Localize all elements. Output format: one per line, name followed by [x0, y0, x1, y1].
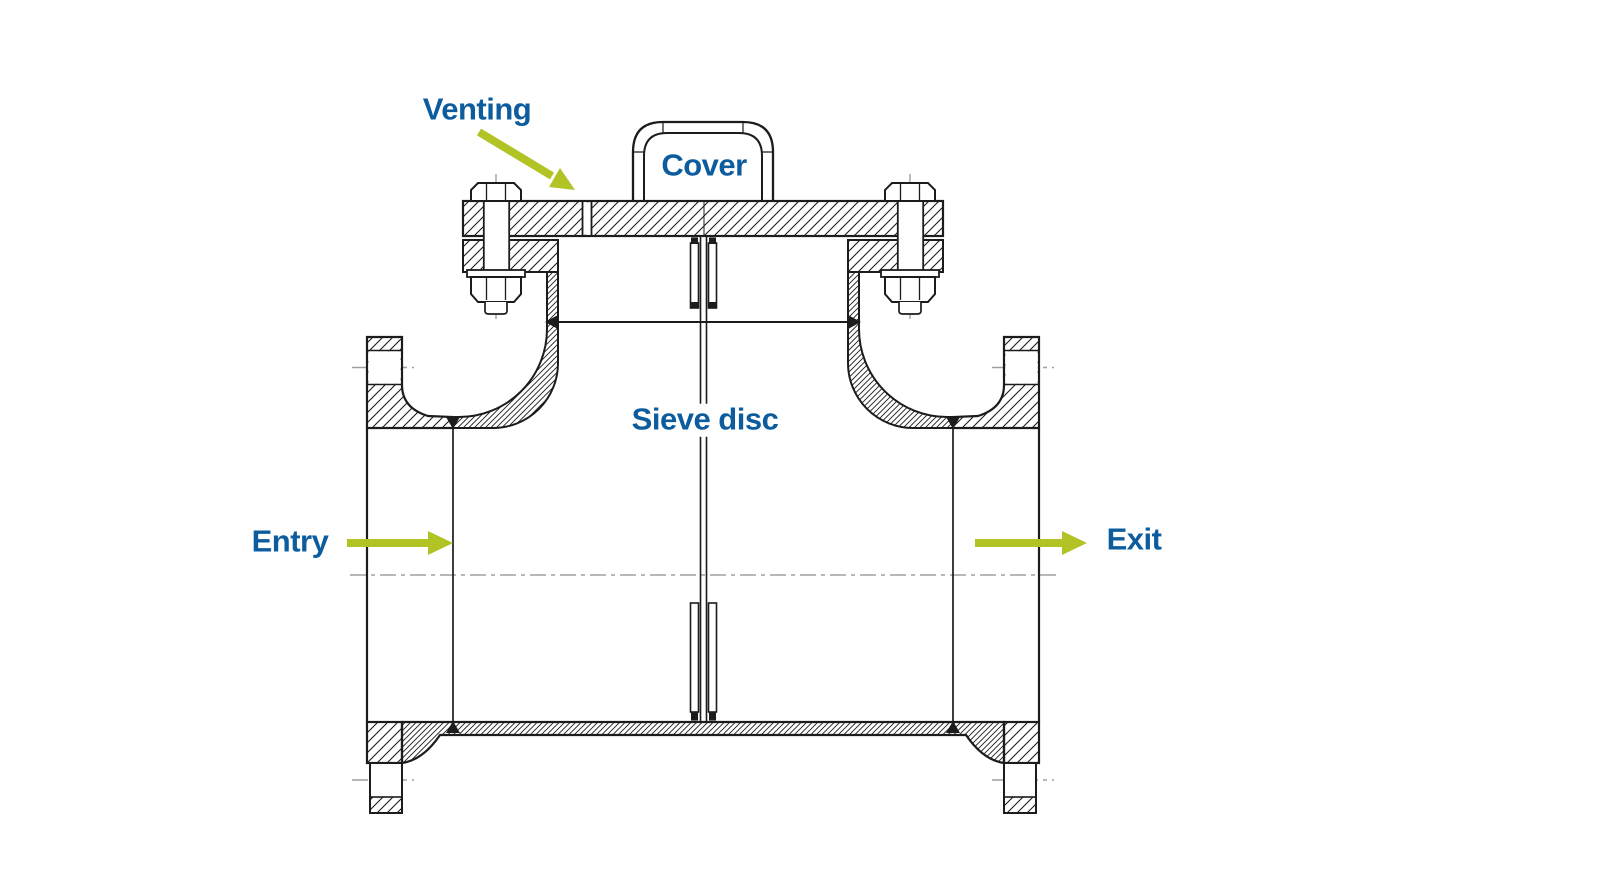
left-bolt — [466, 182, 526, 315]
hex-nut — [884, 276, 936, 303]
seat-ring — [545, 315, 861, 329]
weld-mark — [848, 315, 861, 329]
washer — [880, 269, 940, 278]
flange-face-lines — [365, 428, 1041, 722]
venting-label: Venting — [419, 93, 535, 127]
vent-slot — [583, 202, 591, 235]
exit-label: Exit — [1103, 523, 1165, 557]
cover-label: Cover — [661, 147, 747, 183]
exit-flange — [951, 335, 1041, 430]
right-bolt — [880, 182, 940, 315]
hex-nut — [884, 182, 936, 202]
entry-flange — [365, 335, 455, 430]
cover-handle — [631, 120, 775, 201]
venting-arrow — [476, 128, 575, 190]
hex-nut — [470, 182, 522, 202]
washer — [466, 269, 526, 278]
sieve-disc — [689, 237, 718, 721]
sieve-disc-label: Sieve disc — [628, 403, 782, 437]
pipe-bottom-wall — [365, 720, 1041, 765]
weld-mark — [545, 315, 558, 329]
entry-arrow — [347, 531, 453, 555]
body-flange-rings — [462, 238, 944, 274]
stud — [896, 201, 925, 272]
stud-tip — [484, 302, 508, 315]
exit-arrow — [975, 531, 1087, 555]
weld-mark — [446, 417, 460, 429]
pipe-weld-seams — [446, 417, 960, 733]
hex-nut — [470, 276, 522, 303]
weld-mark — [946, 417, 960, 429]
cover-plate — [461, 199, 945, 238]
weld-mark — [446, 721, 460, 733]
stud-tip — [898, 302, 922, 315]
weld-mark — [946, 721, 960, 733]
entry-label: Entry — [248, 525, 332, 559]
stud — [482, 201, 511, 272]
bottom-flange-feet — [369, 762, 1037, 814]
centerlines — [350, 174, 1056, 781]
